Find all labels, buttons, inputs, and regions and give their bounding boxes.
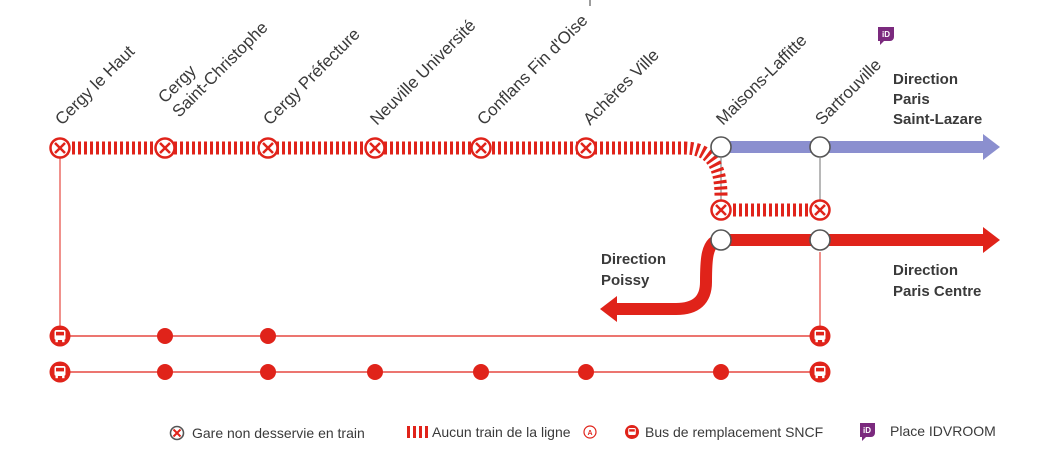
station-markers-not-served — [49, 137, 831, 221]
bus-stop-dot — [713, 364, 729, 380]
not-served-icon — [154, 137, 176, 159]
station-label-cergy-le-haut: Cergy le Haut — [51, 42, 138, 129]
bus-icon — [625, 425, 639, 439]
direction-poissy: Direction Poissy — [601, 251, 666, 289]
not-served-icon — [575, 137, 597, 159]
not-served-icon — [364, 137, 386, 159]
station-label-neuville-universite: Neuville Université — [366, 16, 479, 129]
station-labels: Cergy le Haut Cergy Saint-Christophe Cer… — [51, 4, 885, 129]
svg-text:Direction: Direction — [893, 71, 958, 88]
not-served-icon — [809, 199, 831, 221]
bus-stop-dot — [157, 328, 173, 344]
idvroom-icon: iD — [878, 27, 894, 45]
not-served-icon — [257, 137, 279, 159]
svg-text:Paris: Paris — [893, 91, 930, 108]
bus-stop-dot — [157, 364, 173, 380]
svg-text:Saint-Lazare: Saint-Lazare — [893, 111, 982, 128]
svg-text:iD: iD — [863, 426, 871, 435]
not-served-icon — [49, 137, 71, 159]
bus-icon — [49, 361, 71, 383]
bus-stop-dot — [367, 364, 383, 380]
not-served-icon — [470, 137, 492, 159]
bus-stop-dot — [473, 364, 489, 380]
station-marker-maisons-laffitte-bottom — [710, 229, 732, 251]
station-marker-sartrouville-bottom — [809, 229, 831, 251]
svg-text:A: A — [588, 430, 593, 437]
line-poissy — [616, 234, 723, 315]
bus-stop-dot — [260, 328, 276, 344]
arrow-saint-lazare — [983, 134, 1000, 160]
station-label-acheres-ville: Achères Ville — [579, 45, 662, 128]
no-train-segment-curve — [683, 141, 728, 197]
bus-stop-dot — [260, 364, 276, 380]
idvroom-icon: iD — [860, 423, 875, 441]
legend-label-bus: Bus de remplacement SNCF — [645, 424, 823, 440]
not-served-icon — [710, 199, 732, 221]
svg-text:Direction: Direction — [601, 251, 666, 268]
station-marker-maisons-laffitte-top — [710, 136, 732, 158]
direction-paris-centre: Direction Paris Centre — [893, 262, 981, 300]
bus-icon — [809, 361, 831, 383]
legend-item-idvroom: iD Place IDVROOM — [860, 423, 996, 441]
arrow-poissy — [600, 296, 617, 322]
svg-text:Direction: Direction — [893, 262, 958, 279]
svg-text:Paris Centre: Paris Centre — [893, 283, 981, 300]
station-label-cergy-prefecture: Cergy Préfecture — [259, 25, 363, 129]
arrow-paris-centre — [983, 227, 1000, 253]
bus-stop-dot — [578, 364, 594, 380]
station-label-conflans-fin-doise: Conflans Fin d'Oise — [473, 11, 591, 129]
legend-item-bus: Bus de remplacement SNCF — [625, 424, 823, 440]
legend-item-not-served: Gare non desservie en train — [169, 425, 365, 441]
bus-icon — [809, 325, 831, 347]
bus-line-2-stops — [49, 361, 831, 383]
station-label-cergy-saint-christophe: Cergy Saint-Christophe — [154, 4, 271, 121]
legend-label-not-served: Gare non desservie en train — [192, 425, 365, 441]
line-a-icon: A — [583, 425, 597, 439]
station-markers-served — [710, 136, 831, 251]
station-label-maisons-laffitte: Maisons-Laffitte — [712, 31, 810, 129]
svg-text:Poissy: Poissy — [601, 272, 650, 289]
legend-label-no-train: Aucun train de la ligne — [432, 424, 571, 440]
legend: Gare non desservie en train Aucun train … — [169, 423, 996, 441]
direction-saint-lazare: Direction Paris Saint-Lazare — [893, 71, 982, 128]
station-label-sartrouville: Sartrouville — [811, 55, 885, 129]
station-marker-sartrouville-top — [809, 136, 831, 158]
not-served-icon — [169, 425, 185, 441]
legend-label-idvroom: Place IDVROOM — [890, 423, 996, 439]
svg-text:iD: iD — [882, 30, 890, 39]
legend-item-no-train: Aucun train de la ligne A — [407, 424, 597, 440]
bus-line-1-stops — [49, 325, 831, 347]
bus-icon — [49, 325, 71, 347]
